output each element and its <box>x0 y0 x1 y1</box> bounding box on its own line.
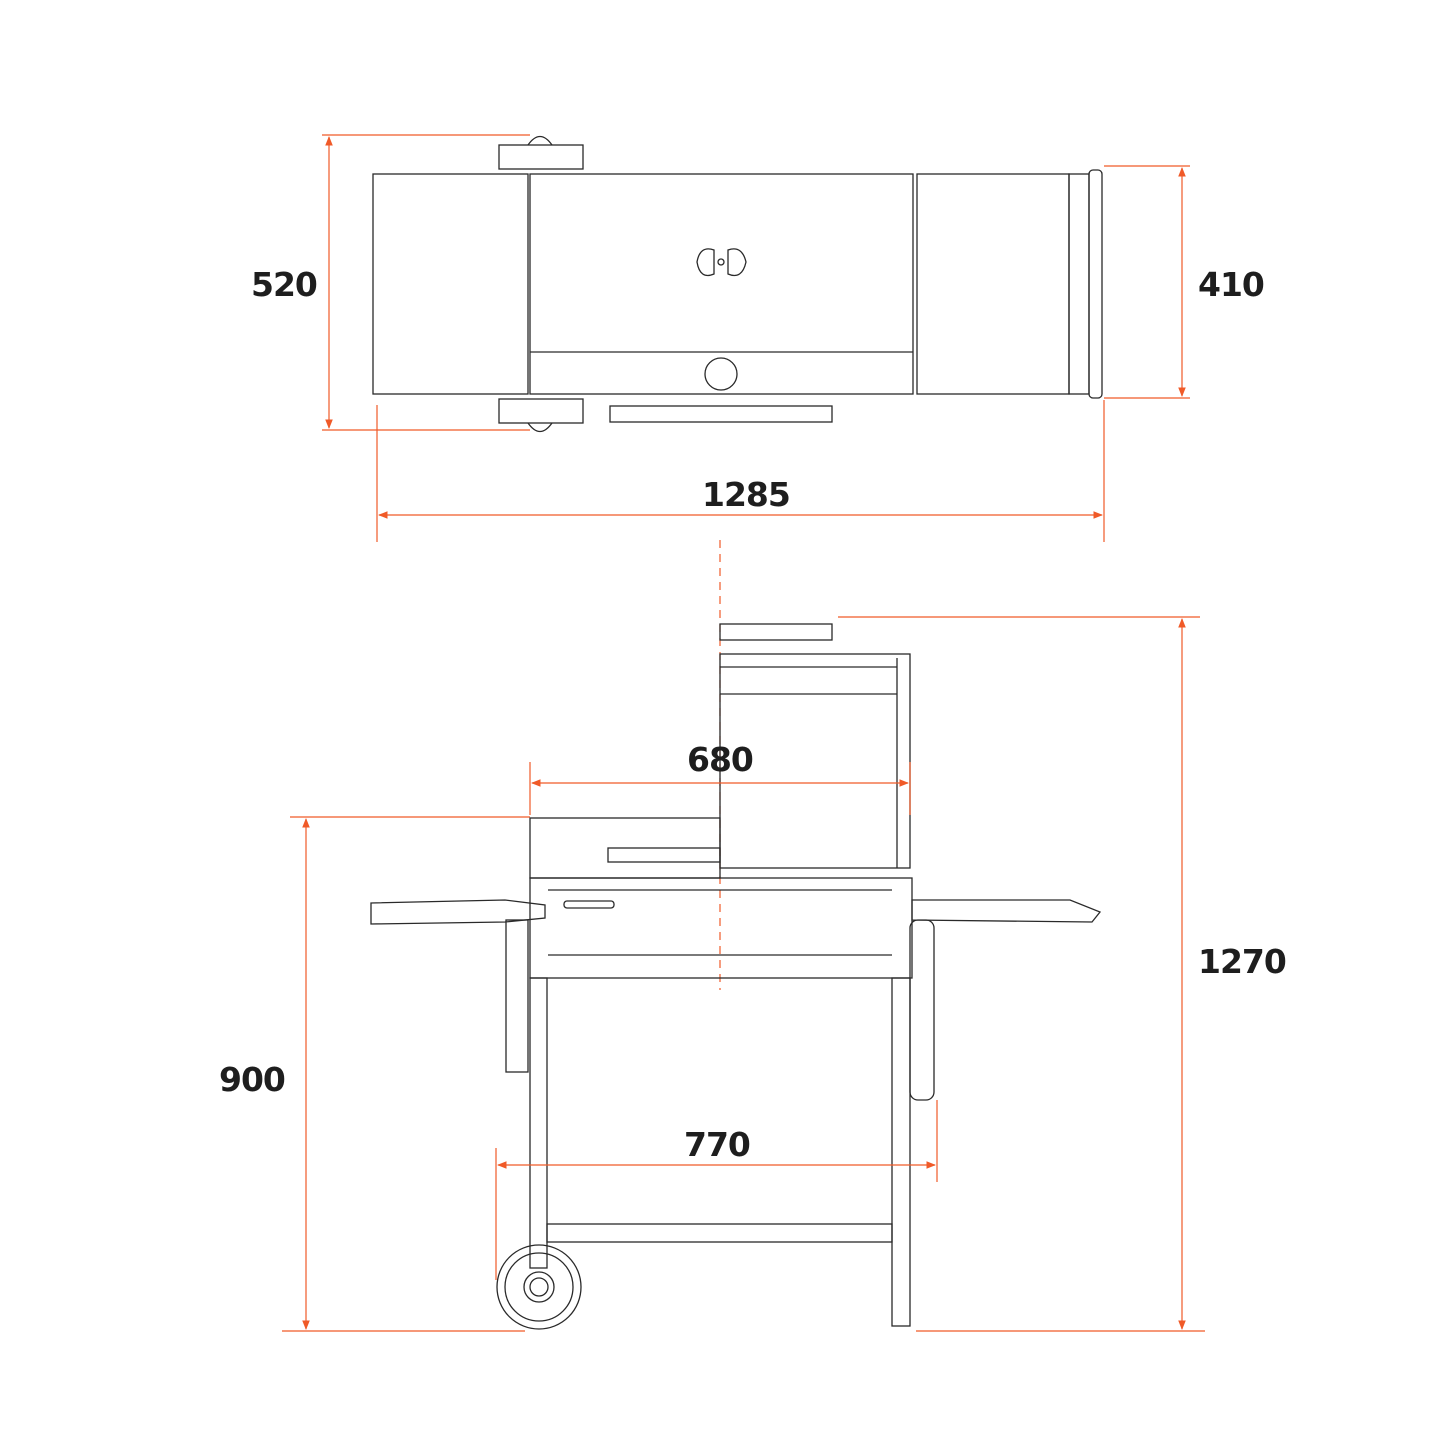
right-leg <box>891 977 911 1327</box>
bottom-shelf <box>546 1223 893 1243</box>
brand-logo-plate <box>563 900 615 909</box>
leg-span-label: 770 <box>684 1125 751 1164</box>
right-side-shelf <box>916 173 1070 395</box>
vent <box>696 248 747 277</box>
total-height-label: 1270 <box>1198 942 1287 981</box>
top-view <box>322 134 1190 542</box>
lid-handle <box>719 623 833 641</box>
right-shelf <box>911 899 1102 923</box>
width-total-label: 1285 <box>702 475 791 514</box>
work-height-label: 900 <box>219 1060 286 1099</box>
grill-body <box>529 877 913 979</box>
wheel-top <box>498 144 584 170</box>
depth-total-label: 520 <box>251 265 318 304</box>
left-leg <box>529 977 548 1269</box>
wheel <box>496 1244 582 1330</box>
body-width-label: 680 <box>687 740 754 779</box>
grill-lid-top <box>529 173 914 395</box>
handle-top-view <box>609 405 833 423</box>
depth-body-label: 410 <box>1198 265 1265 304</box>
thermometer <box>704 357 738 391</box>
left-shelf-folded <box>370 899 546 925</box>
front-view <box>282 540 1205 1332</box>
open-lid <box>719 653 911 869</box>
left-side-shelf <box>372 173 529 395</box>
wheel-bottom <box>498 398 584 424</box>
